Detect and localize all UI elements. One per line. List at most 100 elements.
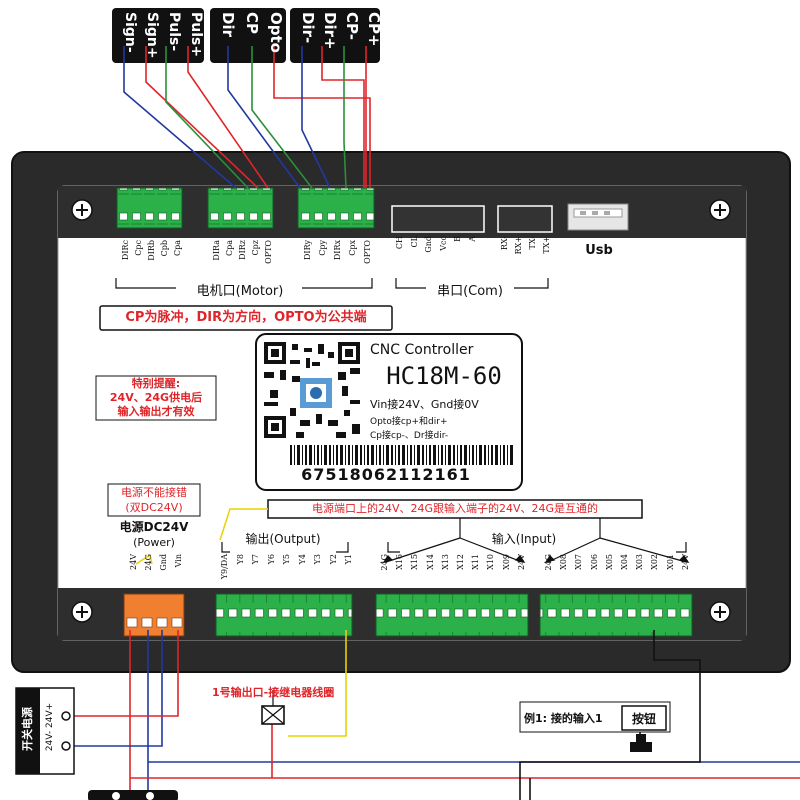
top-label-cp-plus: CP+ [365,12,383,47]
input1-term-label-0: 24G [380,554,389,571]
output-label: 输出(Output) [245,532,321,546]
controller-opto-note-1: Opto接cp+和dir+ [370,417,448,427]
top-connector-group-3 [290,8,380,63]
pushbutton-box [621,705,667,731]
com2-label-3: TX+ [542,236,551,254]
power-term-label-1: 24G [144,554,153,571]
top-label-cp: CP [243,12,261,35]
barcode [290,445,513,465]
motor-b1-label-3: Cpb [160,240,169,257]
output-term-label-2: Y7 [251,554,260,565]
input2-term-label-3: X06 [589,554,599,570]
output-term-label-1: Y8 [235,554,245,565]
psu-label-title: 开关电源 [21,707,34,751]
input-terminal-block-1 [375,593,529,637]
input1-term-label-4: X13 [440,554,450,570]
top-label-cp-minus: CP- [343,12,361,40]
top-label-opto: Opto [267,12,285,53]
top-connector-group-1 [112,8,204,63]
special-note: 特别提醒: 24V、24G供电后 输入输出才有效 [96,377,216,419]
top-label-sign-plus: Sign+ [144,12,160,59]
input1-term-label-9: 24V [516,554,526,570]
common-note: 电源端口上的24V、24G跟输入端子的24V、24G是互通的 [311,502,599,515]
qr-code [262,340,362,440]
power-terminal-block [123,593,185,637]
pushbutton-icon [630,734,652,752]
com-label-3: Vcc [438,236,448,251]
motor-b3-label-3: Cpx [348,240,357,256]
output-term-label-4: Y5 [282,554,291,565]
motor-b1-label-0: DIRc [121,240,130,261]
top-label-dir-plus: Dir+ [321,12,339,50]
button-label: 按钮 [631,712,656,726]
special-note-line-3: 输入输出才有效 [117,405,195,418]
top-label-puls-plus: Puls+ [188,12,204,58]
motor-b2-label-1: Cpa [225,240,234,257]
power-term-label-3: Vin [174,554,183,568]
controller-opto-note-2: Cp接cp-、Dr接dir- [370,431,449,441]
output-term-label-8: Y1 [344,554,353,565]
output-term-label-3: Y6 [266,554,276,565]
output-term-label-5: Y4 [297,554,307,565]
input1-term-label-6: X11 [471,554,481,570]
power-term-label-0: 24V [129,554,138,570]
com-label-5: A [467,236,477,242]
output-terminal-block [215,593,353,637]
output-term-label-7: Y2 [328,554,338,565]
bottom-left-device [88,790,178,800]
controller-vin-note: Vin接24V、Gnd接0V [370,398,479,411]
psu-label-pins: 24V- 24V+ [45,702,55,752]
input2-term-label-6: X03 [635,554,645,570]
motor-b3-label-2: DIRx [333,240,342,261]
controller-model: HC18M-60 [386,362,502,390]
motor-terminal-block-3 [297,187,375,229]
input1-term-label-8: X09 [501,554,511,570]
motor-b1-label-1: Cpc [134,240,143,256]
top-connector-group-2 [210,8,286,63]
motor-b2-label-4: OPTO [264,240,273,264]
special-note-box [95,375,217,421]
com2-label-1: RX+ [514,236,523,255]
motor-terminal-block-2 [207,187,274,229]
power-warning-line-2: (双DC24V) [125,501,183,514]
input2-term-label-7: X02 [650,554,660,570]
input1-term-label-3: X14 [425,554,435,570]
section-brackets [115,278,687,553]
top-label-dir: Dir [219,12,237,37]
motor-b1-label-4: Cpa [173,240,182,257]
power-warning-box [107,483,201,517]
com2-label-2: TX- [528,236,537,250]
motor-b2-label-0: DIRa [212,240,221,261]
output-term-label-6: Y3 [313,554,322,565]
input2-term-label-1: X08 [559,554,569,570]
input1-term-label-5: X12 [456,554,465,570]
motor-b3-label-1: Cpy [318,240,327,256]
com-label-2: Gnd [424,236,433,253]
example-label: 例1: 接的输入1 [524,712,603,725]
input1-term-label-1: X16 [395,554,405,570]
power-wires [70,630,800,800]
power-label: 电源DC24V (Power) [104,520,204,550]
power-label-line-1: 电源DC24V [119,520,189,534]
motor-wires [123,46,371,189]
screw-icon [71,199,731,623]
cp-note-box [99,305,393,331]
input2-term-label-4: X05 [604,554,614,570]
motor-b3-label-4: OPTO [363,240,372,264]
input2-term-label-2: X07 [574,554,584,570]
motor-terminal-block-1 [116,187,183,229]
input1-term-label-7: X10 [486,554,496,570]
com-label-4: B [453,236,462,242]
power-warning: 电源不能接错 (双DC24V) [108,485,200,515]
top-label-puls-minus: Puls- [166,12,182,52]
output-term-label-0: Y9/DA [220,554,229,580]
input2-term-label-5: X04 [620,554,629,570]
special-note-line-2: 24V、24G供电后 [109,391,203,404]
com2-label-0: RX- [500,236,509,251]
power-arrow [135,554,153,565]
power-label-line-2: (Power) [133,536,175,549]
input2-term-label-0: 24G [544,554,553,571]
top-label-sign-minus: Sign- [122,12,138,53]
